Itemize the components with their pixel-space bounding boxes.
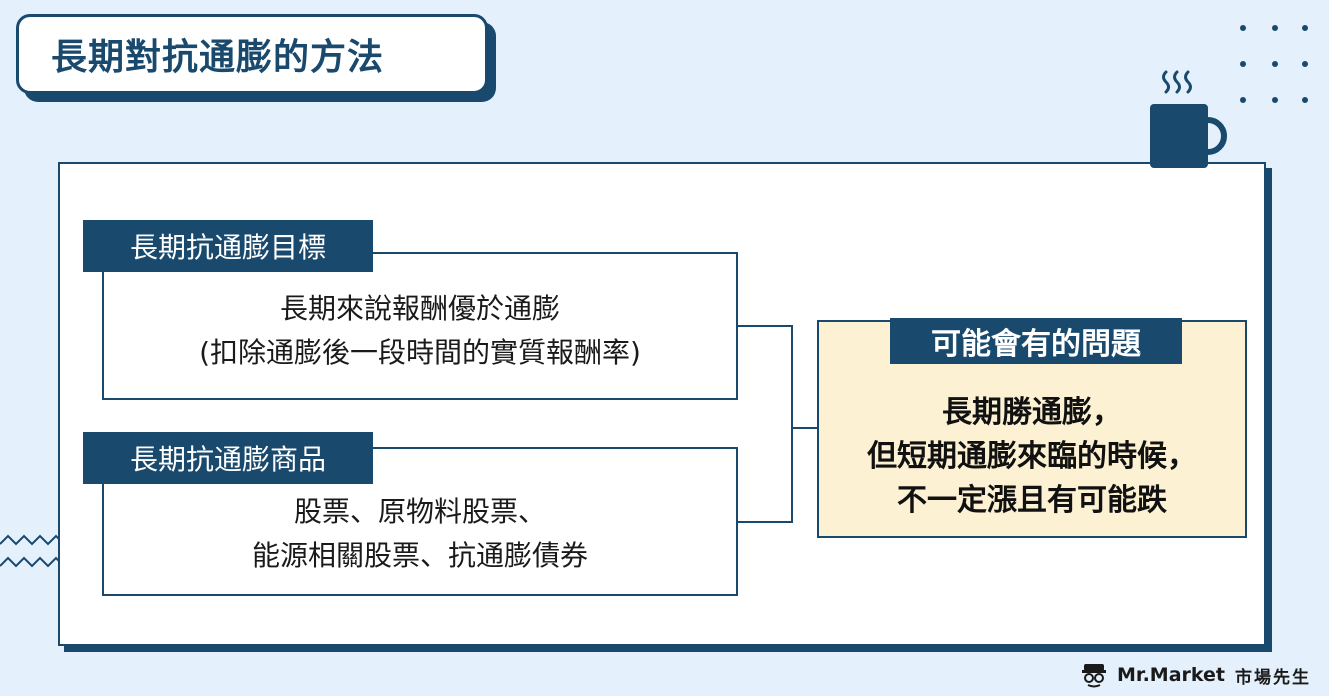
products-label-text: 長期抗通膨商品 [129,443,326,476]
dot [1272,25,1278,31]
zigzag-decoration [0,534,60,568]
goal-line-1: 長期來說報酬優於通膨 [279,292,560,325]
brand-name-chinese: 市場先生 [1235,667,1311,688]
issue-label-text: 可能會有的問題 [931,327,1141,362]
dot [1272,97,1278,103]
dot [1302,25,1308,31]
connector-line [791,325,793,523]
products-line-2: 能源相關股票、抗通膨債券 [251,538,588,572]
page-title-text: 長期對抗通膨的方法 [51,37,385,78]
goal-line-2: (扣除通膨後一段時間的實質報酬率) [199,336,641,369]
brand-name: Mr.Market [1117,664,1225,686]
goal-label-text: 長期抗通膨目標 [129,231,326,264]
issue-line-3: 不一定漲且有可能跌 [897,483,1167,518]
page-title: 長期對抗通膨的方法 [16,14,488,94]
connector-line [791,427,818,429]
products-line-1: 股票、原物料股票、 [293,494,546,528]
dot [1302,97,1308,103]
issue-label: 可能會有的問題 [890,318,1182,364]
dot [1240,61,1246,67]
dot [1272,61,1278,67]
coffee-mug-icon [1150,70,1227,168]
mr-market-mascot-icon [1082,664,1107,688]
brand-logo: Mr.Market 市場先生 [1081,662,1311,688]
connector-line [738,325,793,327]
goal-label: 長期抗通膨目標 [83,220,373,272]
dot [1240,25,1246,31]
issue-line-2: 但短期通膨來臨的時候， [867,439,1197,474]
issue-line-1: 長期勝通膨， [942,395,1122,430]
products-label: 長期抗通膨商品 [83,432,373,484]
dot [1302,61,1308,67]
dot [1240,97,1246,103]
goal-box: 長期來說報酬優於通膨 (扣除通膨後一段時間的實質報酬率) [102,252,738,400]
connector-line [738,521,793,523]
